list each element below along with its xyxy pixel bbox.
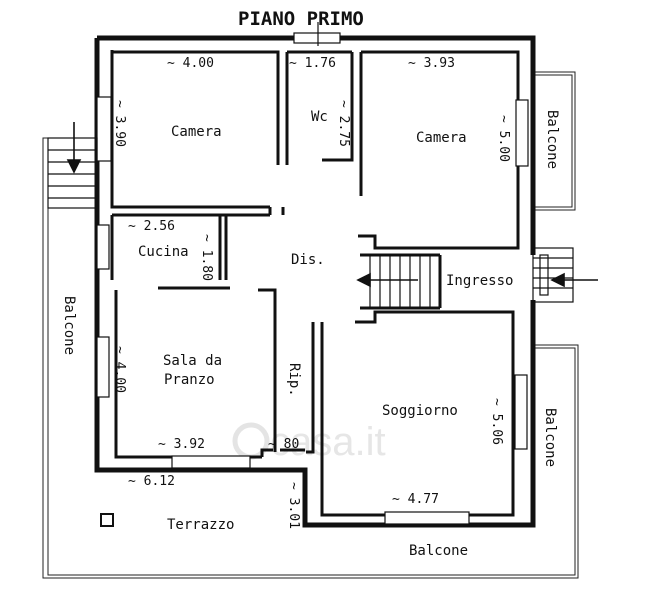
- balcony-label-right-top: Balcone: [544, 110, 560, 169]
- room-label-camera-left: Camera: [171, 124, 222, 140]
- window-camera-left: [96, 96, 112, 162]
- stairs-left: [47, 137, 98, 209]
- stairs-ingresso: [369, 255, 431, 308]
- window-soggiorno-right: [514, 374, 528, 450]
- dim-terrazzo-height: ~ 3.01: [286, 482, 301, 529]
- room-label-cucina: Cucina: [138, 244, 189, 260]
- room-label-sala-line1: Sala da: [163, 353, 222, 369]
- window-sala-bottom: [171, 455, 251, 469]
- dim-camera-left-width: ~ 4.00: [167, 56, 214, 71]
- room-label-ingresso: Ingresso: [446, 273, 513, 289]
- arrow-left-ingresso-icon: [356, 272, 418, 288]
- exterior-walls: [94, 35, 536, 528]
- dim-wc-height: ~ 2.75: [336, 100, 351, 147]
- dim-camera-left-height: ~ 3.90: [112, 100, 127, 147]
- arrow-left-entrance-icon: [550, 272, 598, 288]
- dim-camera-right-height: ~ 5.00: [496, 115, 511, 162]
- room-label-camera-right: Camera: [416, 130, 467, 146]
- stairs-entrance: [532, 247, 574, 303]
- windows: [96, 32, 529, 525]
- dim-soggiorno-width: ~ 4.77: [392, 492, 439, 507]
- dim-wc-width: ~ 1.76: [289, 56, 336, 71]
- balcony-label-bottom: Balcone: [409, 543, 468, 559]
- terrace-marker-square: [100, 513, 114, 527]
- dim-cucina-height: ~ 1.80: [199, 234, 214, 281]
- watermark-text: casa.it: [270, 420, 386, 464]
- window-camera-right: [515, 99, 529, 167]
- balcony-label-left: Balcone: [61, 296, 77, 355]
- dim-soggiorno-height: ~ 5.06: [489, 398, 504, 445]
- arrows: [66, 122, 598, 288]
- dim-rip-width: ~ 80: [268, 437, 299, 452]
- room-label-soggiorno: Soggiorno: [382, 403, 458, 419]
- dim-camera-right-width: ~ 3.93: [408, 56, 455, 71]
- dim-terrazzo-width: ~ 6.12: [128, 474, 175, 489]
- room-label-dis: Dis.: [291, 252, 325, 268]
- window-top-wc: [293, 32, 341, 44]
- room-label-sala-line2: Pranzo: [164, 372, 215, 388]
- window-soggiorno-bottom: [384, 511, 470, 525]
- arrow-down-icon: [66, 122, 82, 174]
- dim-sala-height: ~ 4.00: [112, 346, 127, 393]
- room-label-wc: Wc: [311, 109, 328, 125]
- dim-cucina-width: ~ 2.56: [128, 219, 175, 234]
- room-label-terrazzo: Terrazzo: [167, 517, 234, 533]
- plan-title: PIANO PRIMO: [238, 8, 364, 30]
- window-cucina: [96, 224, 110, 270]
- dim-sala-width: ~ 3.92: [158, 437, 205, 452]
- window-sala: [96, 336, 110, 398]
- room-label-rip: Rip.: [286, 363, 302, 397]
- balcony-label-right-bottom: Balcone: [542, 408, 558, 467]
